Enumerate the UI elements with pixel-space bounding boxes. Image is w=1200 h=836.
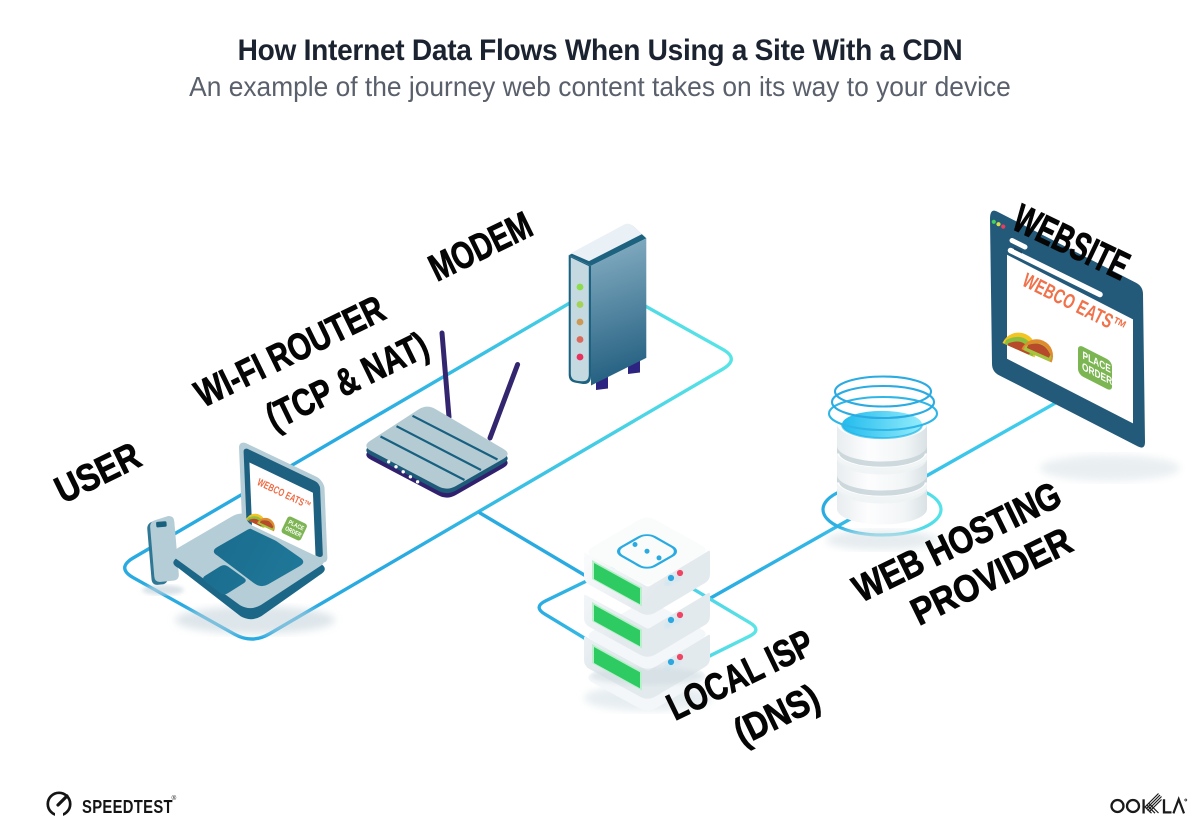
svg-text:®: ®	[172, 794, 177, 802]
svg-text:USER: USER	[48, 435, 147, 512]
svg-text:MODEM: MODEM	[423, 205, 540, 291]
svg-text:SPEEDTEST: SPEEDTEST	[82, 796, 173, 817]
